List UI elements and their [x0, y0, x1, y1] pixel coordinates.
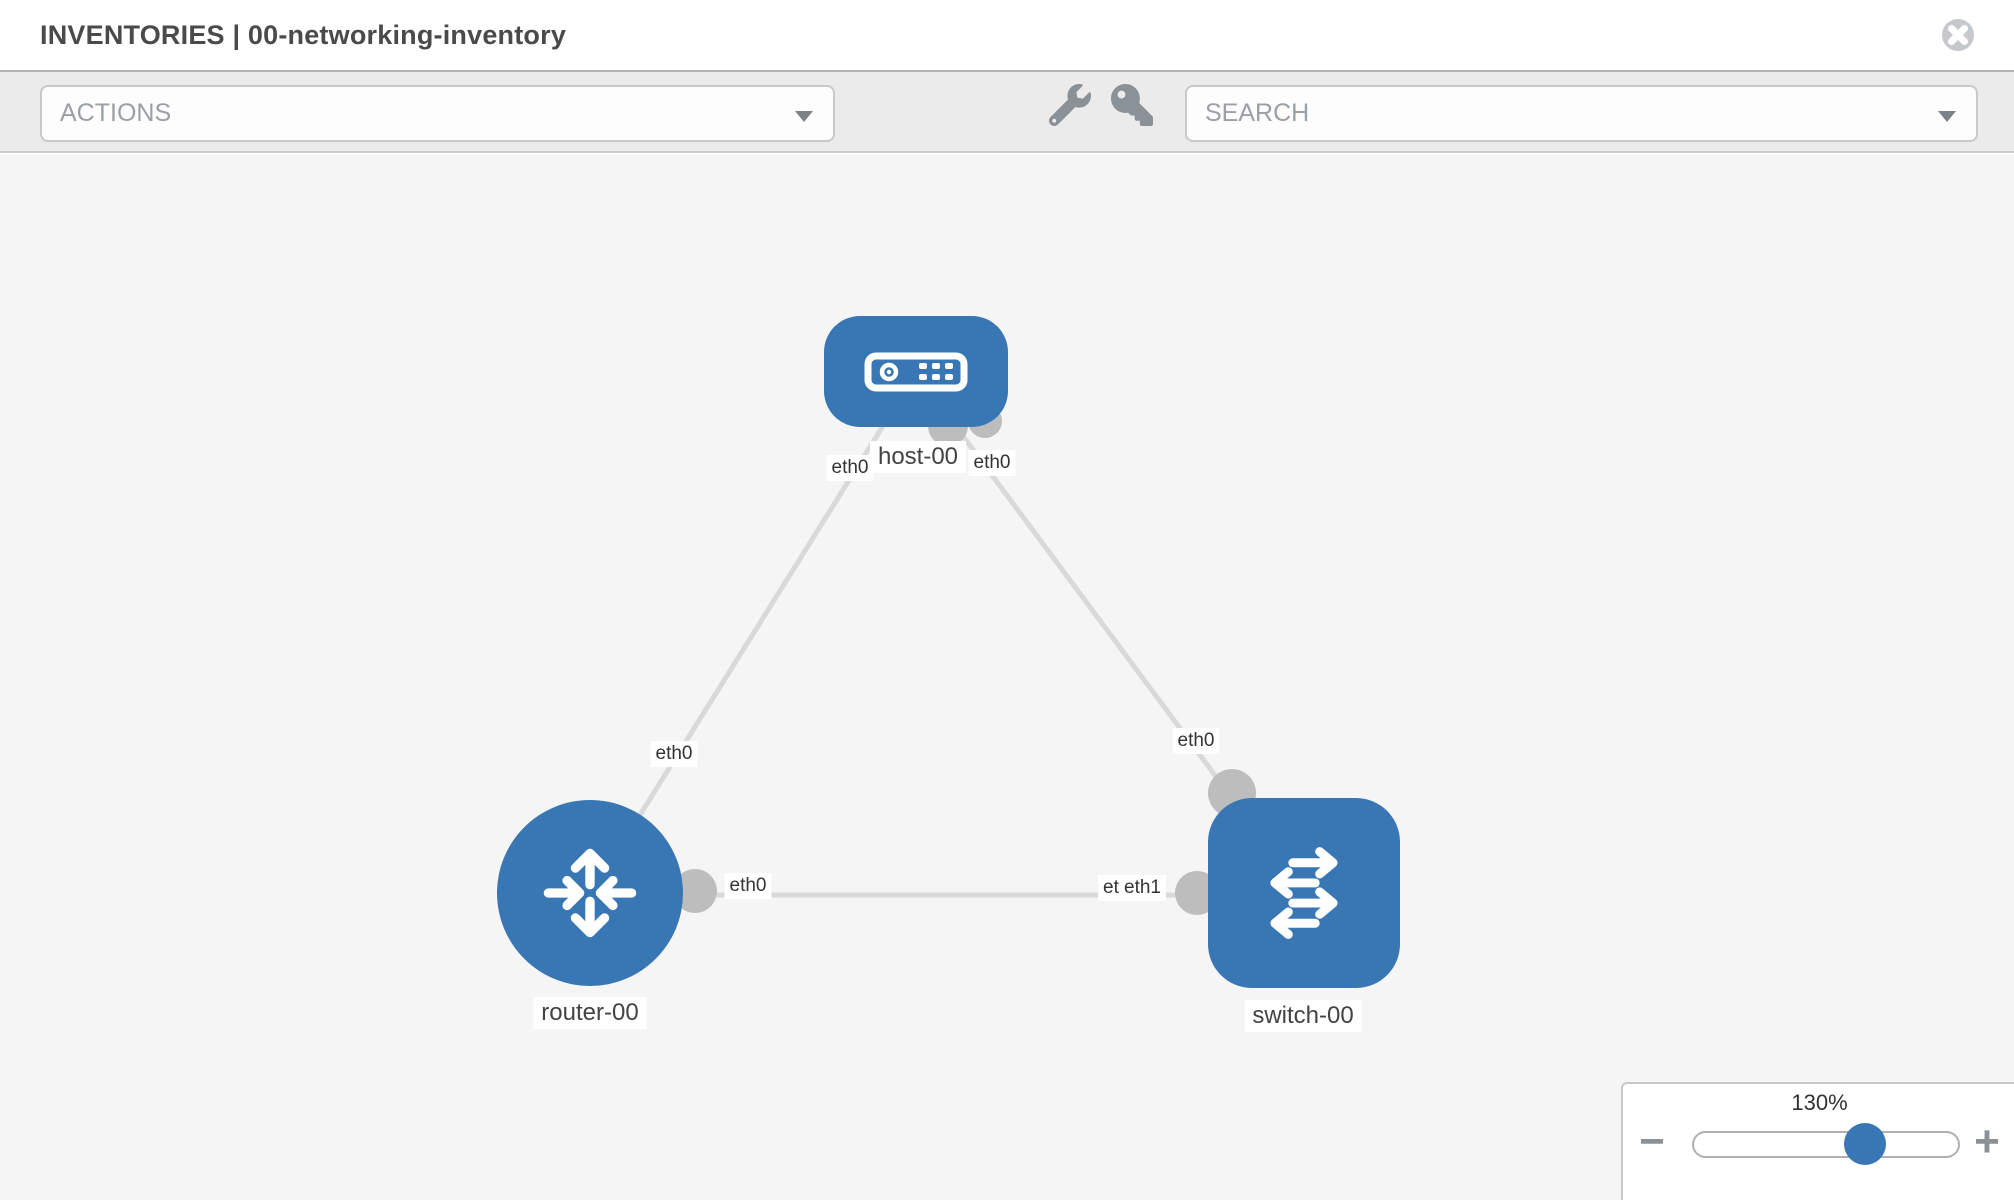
node-label-host: host-00 — [869, 441, 967, 473]
search-dropdown[interactable]: SEARCH — [1185, 85, 1978, 142]
iface-label: eth1 — [1119, 875, 1166, 901]
node-router-00[interactable] — [497, 800, 683, 986]
credentials-button[interactable] — [1108, 82, 1156, 130]
wrench-icon — [1048, 83, 1091, 126]
node-label-router: router-00 — [533, 997, 647, 1029]
close-button[interactable] — [1941, 18, 1975, 52]
topology-links-layer — [587, 371, 1307, 915]
chevron-down-icon — [1938, 111, 1956, 122]
iface-label: eth0 — [724, 873, 772, 899]
router-icon — [543, 848, 637, 938]
node-label-switch: switch-00 — [1244, 1000, 1362, 1032]
zoom-slider-track[interactable] — [1692, 1131, 1960, 1158]
zoom-level-label: 130% — [1791, 1090, 1848, 1115]
interface-dot — [673, 869, 717, 913]
node-switch-00[interactable] — [1208, 798, 1400, 988]
iface-label: eth0 — [826, 455, 874, 481]
switch-icon — [1270, 847, 1338, 939]
actions-dropdown[interactable]: ACTIONS — [40, 85, 835, 142]
configure-button[interactable] — [1046, 82, 1094, 130]
zoom-out-button[interactable]: − — [1630, 1114, 1674, 1170]
chevron-down-icon — [795, 111, 813, 122]
zoom-control-panel: 130% − + — [1621, 1082, 2014, 1200]
actions-dropdown-label: ACTIONS — [60, 99, 172, 127]
iface-label: eth0 — [650, 741, 698, 767]
page-title: INVENTORIES | 00-networking-inventory — [40, 20, 567, 50]
header-bar: INVENTORIES | 00-networking-inventory — [0, 0, 2014, 72]
zoom-in-button[interactable]: + — [1965, 1114, 2009, 1170]
close-icon — [1942, 19, 1974, 51]
toolbar: ACTIONS SEARCH — [0, 72, 2014, 153]
search-dropdown-label: SEARCH — [1205, 99, 1310, 127]
key-icon — [1111, 83, 1153, 126]
host-icon — [864, 352, 968, 391]
topology-canvas[interactable]: host-00 router-00 switch-00 eth0 eth0 et… — [0, 155, 2014, 1200]
node-host-00[interactable] — [824, 316, 1008, 427]
zoom-slider-knob[interactable] — [1844, 1123, 1886, 1165]
iface-label: eth0 — [1172, 728, 1220, 754]
iface-label: eth0 — [968, 450, 1016, 476]
